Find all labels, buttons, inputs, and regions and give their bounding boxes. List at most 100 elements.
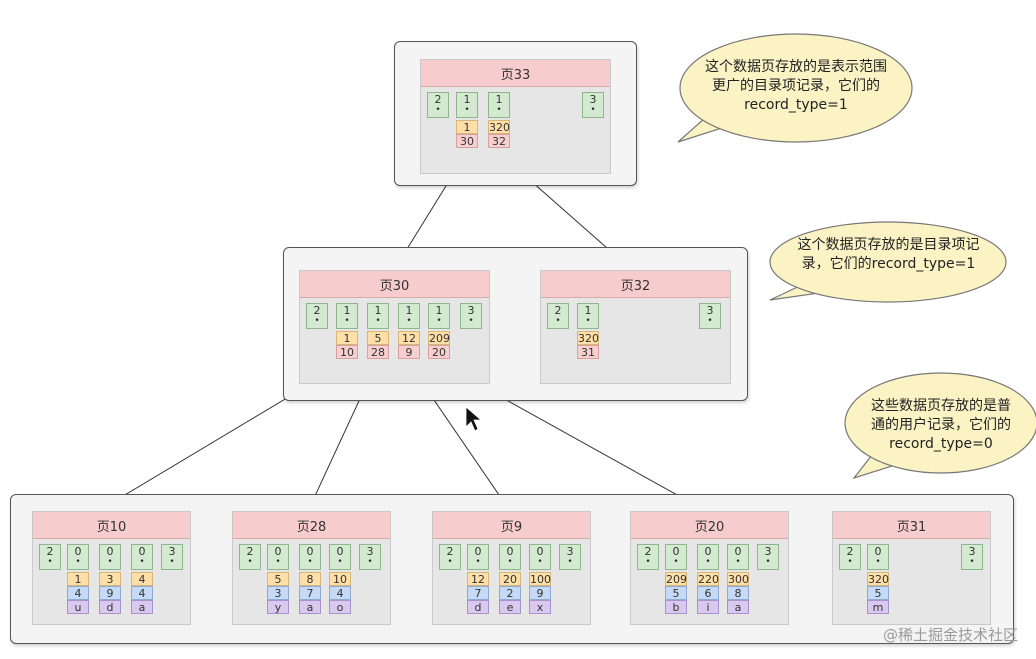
- record-type: 2: [644, 545, 652, 558]
- record-slot: 2•: [439, 544, 461, 570]
- record-slot: 0•: [727, 544, 749, 570]
- record-key-cell: 100: [529, 572, 551, 586]
- record-type: 2: [246, 545, 254, 558]
- record-type: 3: [764, 545, 772, 558]
- record-type: 3: [566, 545, 574, 558]
- next-pointer-dot: •: [169, 557, 175, 567]
- record-char-cell: a: [299, 600, 321, 614]
- mouse-cursor-icon: [465, 406, 483, 432]
- record-num-cell: 4: [131, 586, 153, 600]
- record-slot: 0•: [697, 544, 719, 570]
- next-pointer-dot: •: [47, 557, 53, 567]
- bubble-top: [677, 33, 913, 143]
- record-num-cell: 7: [467, 586, 489, 600]
- record-slot: 3•: [161, 544, 183, 570]
- record-slot: 0•: [499, 544, 521, 570]
- record-num-cell: 5: [867, 586, 889, 600]
- record-type: 0: [306, 545, 314, 558]
- record-slot: 1•: [456, 92, 478, 118]
- next-pointer-dot: •: [107, 557, 113, 567]
- record-ref-cell: 30: [456, 134, 478, 148]
- bubble-top-line-3: record_type=1: [744, 97, 848, 113]
- bubble-bottom-text: 这些数据页存放的是普 通的用户记录，它们的 record_type=0: [852, 397, 1030, 454]
- record-slot: 2•: [306, 303, 328, 329]
- next-pointer-dot: •: [847, 557, 853, 567]
- record-num-cell: 8: [727, 586, 749, 600]
- record-key-cell: 12: [398, 331, 420, 345]
- record-num-cell: 4: [329, 586, 351, 600]
- record-slot: 1•: [488, 92, 510, 118]
- next-pointer-dot: •: [555, 316, 561, 326]
- next-pointer-dot: •: [139, 557, 145, 567]
- record-key-cell: 5: [367, 331, 389, 345]
- record-num-cell: 9: [99, 586, 121, 600]
- record-key-cell: 20: [499, 572, 521, 586]
- record-type: 1: [343, 304, 351, 317]
- record-num-cell: 7: [299, 586, 321, 600]
- next-pointer-dot: •: [496, 105, 502, 115]
- bubble-top-line-1: 这个数据页存放的是表示范围: [705, 59, 887, 75]
- record-slot: 3•: [582, 92, 604, 118]
- record-slot: 3•: [559, 544, 581, 570]
- next-pointer-dot: •: [590, 105, 596, 115]
- record-type: 2: [846, 545, 854, 558]
- record-type: 2: [313, 304, 321, 317]
- record-slot: 2•: [839, 544, 861, 570]
- page-title: 页20: [631, 512, 788, 539]
- record-type: 1: [405, 304, 413, 317]
- record-char-cell: e: [499, 600, 521, 614]
- record-type: 0: [704, 545, 712, 558]
- record-slot: 2•: [547, 303, 569, 329]
- next-pointer-dot: •: [875, 557, 881, 567]
- record-type: 1: [374, 304, 382, 317]
- record-slot: 2•: [637, 544, 659, 570]
- next-pointer-dot: •: [435, 105, 441, 115]
- record-key-cell: 1: [67, 572, 89, 586]
- page-p33: 页33: [420, 59, 611, 174]
- record-slot: 0•: [529, 544, 551, 570]
- record-slot: 1•: [398, 303, 420, 329]
- record-key-cell: 1: [456, 120, 478, 134]
- record-type: 3: [706, 304, 714, 317]
- bubble-middle-line-1: 这个数据页存放的是目录项记: [797, 237, 980, 253]
- record-slot: 0•: [665, 544, 687, 570]
- record-type: 2: [446, 545, 454, 558]
- record-type: 2: [554, 304, 562, 317]
- record-type: 0: [536, 545, 544, 558]
- record-char-cell: x: [529, 600, 551, 614]
- next-pointer-dot: •: [464, 105, 470, 115]
- record-key-cell: 320: [577, 331, 599, 345]
- next-pointer-dot: •: [344, 316, 350, 326]
- record-type: 0: [874, 545, 882, 558]
- record-key-cell: 209: [665, 572, 687, 586]
- record-char-cell: d: [99, 600, 121, 614]
- record-char-cell: o: [329, 600, 351, 614]
- record-type: 3: [366, 545, 374, 558]
- record-ref-cell: 31: [577, 345, 599, 359]
- page-title: 页32: [541, 271, 730, 298]
- record-key-cell: 320: [867, 572, 889, 586]
- next-pointer-dot: •: [367, 557, 373, 567]
- bubble-top-text: 这个数据页存放的是表示范围 更广的目录项记录，它们的 record_type=1: [683, 58, 909, 115]
- page-p30: 页30: [299, 270, 490, 384]
- record-type: 3: [467, 304, 475, 317]
- record-slot: 1•: [577, 303, 599, 329]
- record-key-cell: 220: [697, 572, 719, 586]
- next-pointer-dot: •: [735, 557, 741, 567]
- record-key-cell: 1: [336, 331, 358, 345]
- record-slot: 2•: [39, 544, 61, 570]
- bubble-middle: [769, 221, 1007, 303]
- next-pointer-dot: •: [447, 557, 453, 567]
- record-char-cell: d: [467, 600, 489, 614]
- record-ref-cell: 10: [336, 345, 358, 359]
- page-title: 页31: [833, 512, 990, 539]
- record-slot: 3•: [757, 544, 779, 570]
- record-key-cell: 3: [99, 572, 121, 586]
- record-type: 0: [336, 545, 344, 558]
- record-key-cell: 4: [131, 572, 153, 586]
- page-title: 页30: [300, 271, 489, 298]
- record-slot: 1•: [367, 303, 389, 329]
- record-slot: 0•: [131, 544, 153, 570]
- record-slot: 3•: [359, 544, 381, 570]
- record-num-cell: 6: [697, 586, 719, 600]
